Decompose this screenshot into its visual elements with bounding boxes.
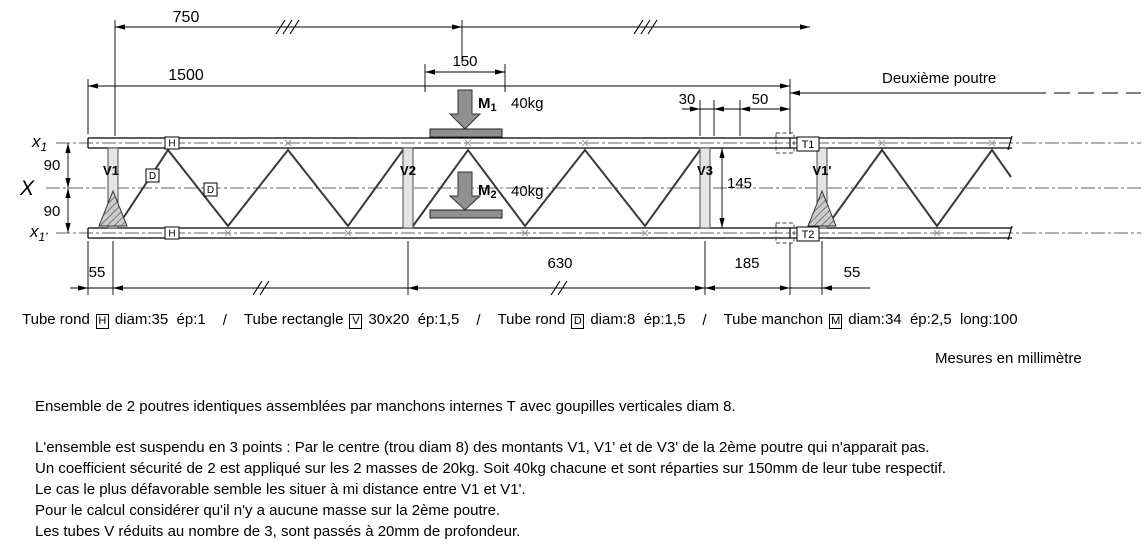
t1-label-box [796,136,820,152]
axis-x1-prime-label: x1' [29,222,48,244]
legend-v-prefix: Tube rectangle [243,311,344,328]
dimension-arrowheads [65,24,832,291]
legend-d-prefix: Tube rond [497,311,566,328]
h-top-box [164,136,180,150]
dim-55-left-label: 55 [89,264,106,281]
d2-symbol: D [207,185,214,196]
legend-h-suffix: diam:35 ép:1 [114,311,206,328]
manchon-t1: T1 [775,132,820,154]
h-top-symbol: H [168,139,175,150]
tube-symbol-markers: H H D D [145,136,218,240]
dim-145-label: 145 [727,175,752,192]
axis-x-label: X [19,177,35,200]
dim-185-label: 185 [734,255,759,272]
manchon-t2-hidden-outline [775,222,795,244]
note-line-5: Les tubes V réduits au nombre de 3, sont… [35,523,521,540]
legend-d-suffix: diam:8 ép:1,5 [590,311,686,328]
legend-separator: / [222,311,227,329]
m2-plate [429,209,503,219]
legend-v-suffix: 30x20 ép:1,5 [368,311,460,328]
calculation-notes: L'ensemble est suspendu en 3 points : Pa… [35,437,946,542]
m1-arrow [448,89,482,130]
suspension-supports [98,189,837,227]
member-v1 [107,147,119,229]
m1-value: 40kg [511,95,544,112]
d1-symbol: D [149,171,156,182]
member-v2 [402,147,414,229]
axis-x1-label: x1 [31,132,47,154]
diagonal-members [117,148,1012,228]
tube-h-symbol-icon: H [95,314,109,329]
legend-h-prefix: Tube rond [22,311,90,328]
dim-150-label: 150 [452,53,477,70]
manchon-t2: T2 [775,222,820,244]
v1-prime-label: V1' [813,163,832,178]
top-chord-tube [87,135,1013,151]
legend-m-suffix: diam:34 ép:2,5 long:100 [848,311,1018,328]
load-m1: M1 40kg [429,89,544,138]
v2-label: V2 [400,163,416,178]
note-line-1: L'ensemble est suspendu en 3 points : Pa… [35,439,930,456]
intro-note: Ensemble de 2 poutres identiques assembl… [35,398,736,415]
note-line-3: Le cas le plus défavorable semble les si… [35,481,526,498]
note-line-2: Un coefficient sécurité de 2 est appliqu… [35,460,947,477]
legend-separator: / [476,311,481,329]
h-bottom-symbol: H [168,229,175,240]
tube-d-symbol-icon: D [571,314,585,329]
dim-30-label: 30 [679,91,696,108]
support-v1 [98,189,128,227]
m2-arrow [448,171,482,211]
t1-label: T1 [802,139,815,151]
axis-centerlines [46,142,1141,234]
member-v3 [699,147,711,229]
d2-box [203,182,218,197]
dim-90-top-label: 90 [44,157,61,174]
note-line-4: Pour le calcul considérer qu'il n'y a au… [35,502,501,519]
break-marks-bottom [252,280,568,296]
dim-55-right-label: 55 [844,264,861,281]
dim-1500-label: 1500 [168,67,204,84]
m2-value: 40kg [511,183,544,200]
dim-90-bottom-label: 90 [44,203,61,220]
m1-label: M1 [478,95,497,114]
support-v1-prime [807,189,837,227]
dimensions [67,19,1141,296]
dimension-labels: 750 1500 150 30 50 90 90 145 55 630 185 … [44,9,997,281]
manchon-t1-hidden-outline [775,132,795,154]
dim-50-label: 50 [752,91,769,108]
units-note: Mesures en millimètre [935,350,1082,367]
v1-label: V1 [103,163,119,178]
member-labels: V1 V2 V3 V1' [103,163,831,178]
truss-drawing: M1 40kg M2 40kg T1 T2 H H D [19,9,1141,296]
t2-label-box [796,226,820,242]
legend-item-v: Tube rectangle V 30x20 ép:1,5 [244,311,459,329]
legend-separator: / [702,311,707,329]
m2-label: M2 [478,182,497,201]
v3-label: V3 [697,163,713,178]
axis-labels: x1 X x1' [19,132,48,244]
d1-box [145,168,160,183]
tube-m-symbol-icon: M [829,314,843,329]
h-bottom-box [164,226,180,240]
bottom-chord-tube [87,225,1013,241]
m1-plate [429,128,503,138]
vertical-members [107,147,828,229]
second-beam-label: Deuxième poutre [882,70,996,87]
tube-v-symbol-icon: V [349,314,363,329]
break-marks-top [275,19,658,35]
load-m2: M2 40kg [429,171,544,219]
dim-630-label: 630 [547,255,572,272]
t2-label: T2 [802,229,815,241]
legend-m-prefix: Tube manchon [723,311,824,328]
second-beam-arrow [790,90,800,96]
member-v1-prime [816,147,828,229]
dim-750-label: 750 [173,9,200,26]
